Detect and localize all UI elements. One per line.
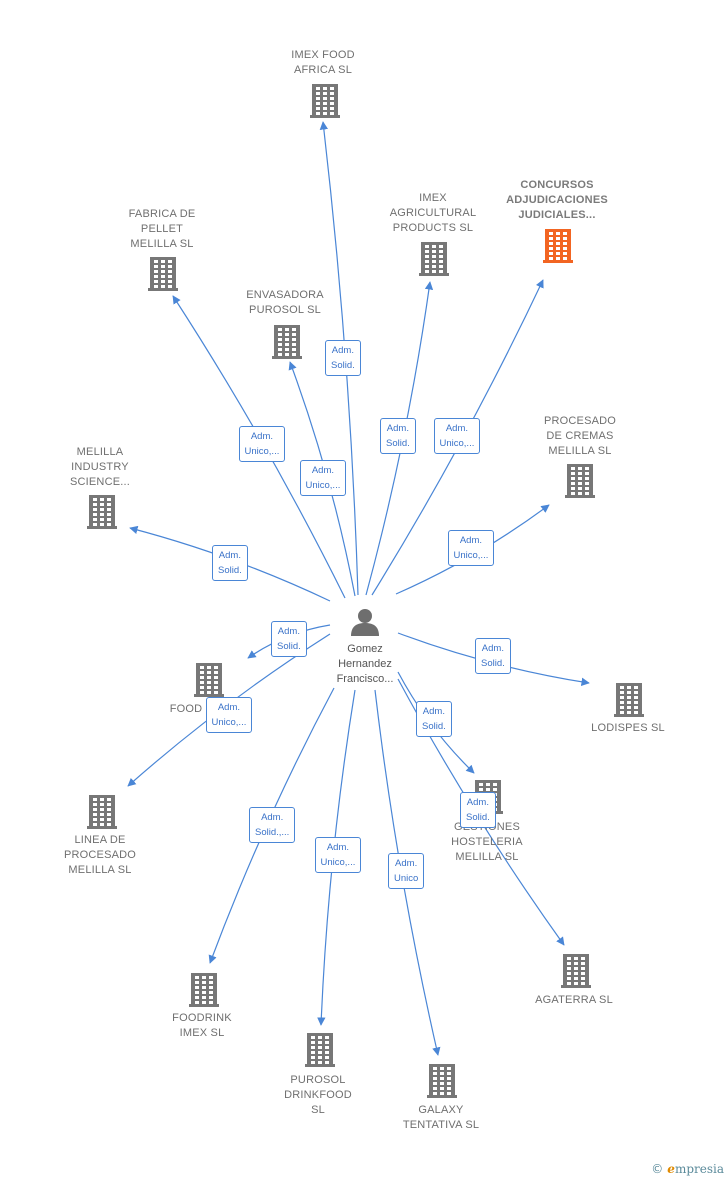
role-tag-foodrink-short[interactable]: Adm. Solid. [271, 621, 307, 657]
building-icon[interactable] [189, 973, 219, 1007]
company-label-galaxy-tentativa[interactable]: GALAXY TENTATIVA SL [402, 1104, 480, 1131]
building-icon[interactable] [561, 954, 591, 988]
role-tag-envasadora-purosol[interactable]: Adm. Unico,... [299, 460, 347, 496]
copyright-symbol: © [651, 1162, 664, 1176]
role-tag-fabrica-pellet[interactable]: Adm. Unico,... [238, 426, 286, 462]
building-icon[interactable] [194, 663, 224, 697]
company-label-lodispes[interactable]: LODISPES SL [591, 721, 665, 734]
company-label-imex-agricultural[interactable]: IMEX AGRICULTURAL PRODUCTS SL [389, 191, 477, 234]
brand-initial: e [667, 1162, 675, 1176]
role-tag-agaterra[interactable]: Adm. Solid. [460, 792, 496, 828]
company-label-agaterra[interactable]: AGATERRA SL [535, 993, 613, 1006]
building-icon[interactable] [305, 1033, 335, 1067]
role-tag-procesado-cremas[interactable]: Adm. Unico,... [447, 530, 495, 566]
building-icon[interactable] [427, 1064, 457, 1098]
role-tag-purosol-drinkfood[interactable]: Adm. Unico,... [314, 837, 362, 873]
role-tag-imex-food-africa[interactable]: Adm. Solid. [325, 340, 361, 376]
building-icon[interactable] [272, 325, 302, 359]
company-label-imex-food-africa[interactable]: IMEX FOOD AFRICA SL [291, 49, 355, 76]
role-tag-lodispes[interactable]: Adm. Solid. [475, 638, 511, 674]
building-icon[interactable] [310, 84, 340, 118]
building-icon[interactable] [565, 464, 595, 498]
company-label-linea-procesado[interactable]: LINEA DE PROCESADO MELILLA SL [63, 833, 137, 876]
company-label-procesado-cremas[interactable]: PROCESADO DE CREMAS MELILLA SL [543, 414, 617, 457]
role-tag-melilla-industry[interactable]: Adm. Solid. [212, 545, 248, 581]
role-tag-foodrink-imex[interactable]: Adm. Solid.,... [249, 807, 296, 843]
role-tag-galaxy-tentativa[interactable]: Adm. Unico [388, 853, 425, 889]
building-icon[interactable] [87, 495, 117, 529]
person-name[interactable]: Gomez Hernandez Francisco... [336, 643, 394, 685]
company-label-envasadora-purosol[interactable]: ENVASADORA PUROSOL SL [246, 289, 324, 316]
building-icon[interactable] [543, 229, 573, 263]
building-icon[interactable] [148, 257, 178, 291]
building-icon[interactable] [614, 683, 644, 717]
building-icon[interactable] [87, 795, 117, 829]
icons-layer [87, 84, 644, 1098]
role-tag-linea-procesado[interactable]: Adm. Unico,... [205, 697, 253, 733]
edges-layer [127, 121, 590, 1056]
role-tag-gestiones-hosteleria[interactable]: Adm. Solid. [416, 701, 452, 737]
company-label-concursos[interactable]: CONCURSOS ADJUDICACIONES JUDICIALES... [506, 178, 608, 221]
company-label-foodrink-short[interactable]: FOOD [169, 702, 203, 715]
person-icon[interactable] [351, 609, 379, 636]
company-label-fabrica-pellet[interactable]: FABRICA DE PELLET MELILLA SL [128, 207, 196, 250]
building-icon[interactable] [419, 242, 449, 276]
role-tag-concursos[interactable]: Adm. Unico,... [433, 418, 481, 454]
copyright-footer: ©empresia [651, 1162, 724, 1176]
brand-name: mpresia [674, 1162, 724, 1176]
company-label-melilla-industry[interactable]: MELILLA INDUSTRY SCIENCE... [69, 445, 131, 488]
company-label-purosol-drinkfood[interactable]: PUROSOL DRINKFOOD SL [284, 1073, 352, 1116]
role-tag-imex-agricultural[interactable]: Adm. Solid. [380, 418, 416, 454]
company-label-foodrink-imex[interactable]: FOODRINK IMEX SL [172, 1012, 232, 1039]
